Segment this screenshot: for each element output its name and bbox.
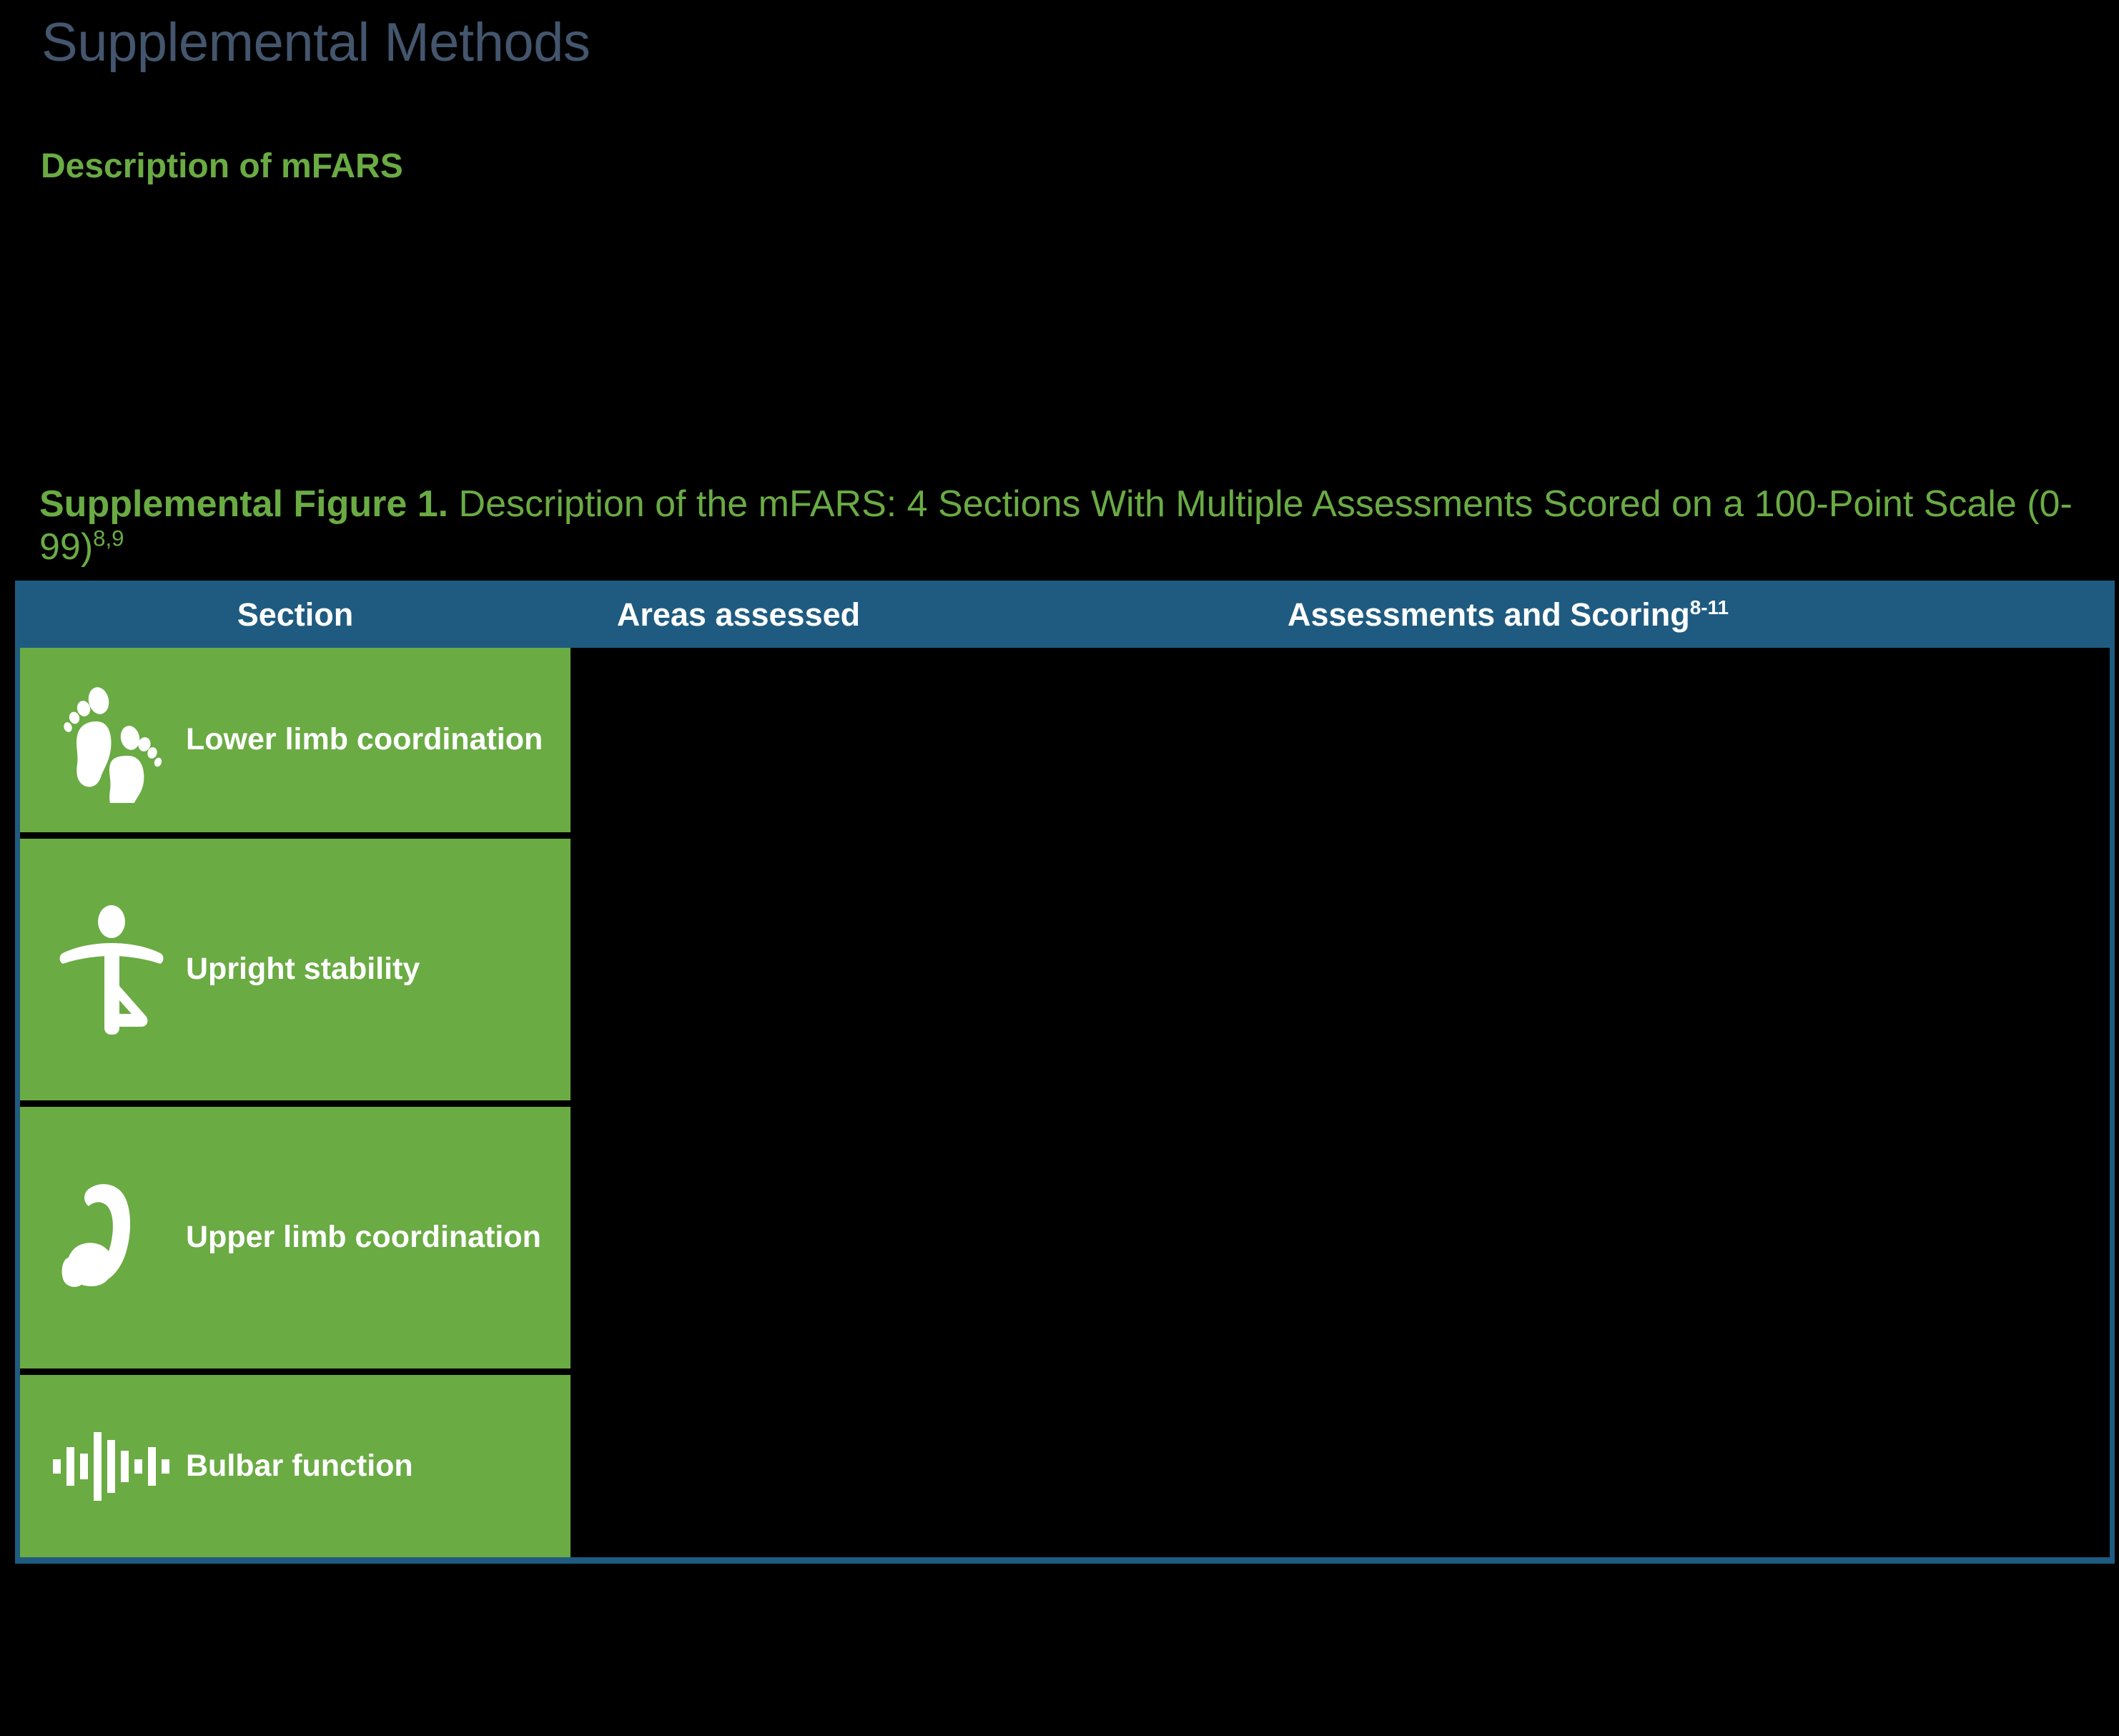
table-row: Upper limb coordination [20, 1107, 2110, 1375]
column-header-assessments-superscript: 8-11 [1689, 596, 1729, 618]
assessments-and-scoring-cell [907, 1375, 2110, 1557]
section-label: Lower limb coordination [186, 722, 543, 757]
column-header-areas-assessed: Areas assessed [570, 598, 907, 631]
mfars-table: Section Areas assessed Assessments and S… [15, 581, 2115, 1564]
balance-person-icon [50, 902, 176, 1037]
column-header-assessments-label: Assessments and Scoring [1288, 596, 1690, 633]
table-header-row: Section Areas assessed Assessments and S… [20, 581, 2110, 648]
footprints-icon [50, 677, 176, 803]
assessments-and-scoring-cell [907, 648, 2110, 832]
figure-caption-label: Supplemental Figure 1. [39, 483, 449, 525]
section-label: Bulbar function [186, 1448, 413, 1483]
column-header-areas-assessed-label: Areas assessed [616, 596, 861, 633]
section-cell-upright-stability: Upright stability [20, 839, 570, 1100]
page-title: Supplemental Methods [41, 12, 591, 73]
section-cell-lower-limb-coordination: Lower limb coordination [20, 648, 570, 832]
areas-assessed-cell [570, 1107, 907, 1368]
assessments-and-scoring-cell [907, 839, 2110, 1100]
assessments-and-scoring-cell [907, 1107, 2110, 1368]
section-heading: Description of mFARS [41, 147, 403, 185]
figure-caption: Supplemental Figure 1. Description of th… [39, 483, 2091, 569]
section-label: Upright stability [186, 952, 420, 987]
table-row: Upright stability [20, 839, 2110, 1107]
areas-assessed-cell [570, 1375, 907, 1557]
figure-caption-superscript: 8,9 [93, 526, 124, 551]
flexed-bicep-icon [50, 1173, 176, 1302]
section-cell-bulbar-function: Bulbar function [20, 1375, 570, 1557]
column-header-assessments-and-scoring: Assessments and Scoring8-11 [907, 596, 2110, 633]
table-body: Lower limb coordination [20, 648, 2110, 1557]
section-label: Upper limb coordination [186, 1220, 541, 1255]
sound-waveform-icon [50, 1424, 176, 1509]
table-row: Bulbar function [20, 1375, 2110, 1557]
areas-assessed-cell [570, 648, 907, 832]
areas-assessed-cell [570, 839, 907, 1100]
column-header-section-label: Section [237, 596, 354, 633]
column-header-section: Section [20, 598, 570, 631]
figure-caption-text: Description of the mFARS: 4 Sections Wit… [39, 483, 2073, 568]
table-row: Lower limb coordination [20, 648, 2110, 839]
section-cell-upper-limb-coordination: Upper limb coordination [20, 1107, 570, 1368]
